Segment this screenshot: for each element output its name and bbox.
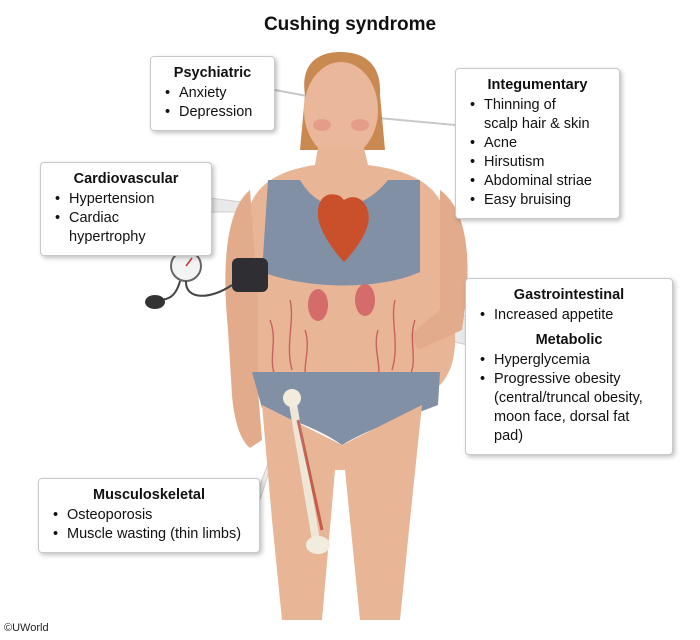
integumentary-box: Integumentary Thinning of scalp hair & s… [455, 68, 620, 219]
list-item: (central/truncal obesity, [494, 390, 643, 406]
metabolic-heading: Metabolic [535, 332, 603, 348]
list-item: Progressive obesity [478, 370, 660, 389]
femur-bone [283, 389, 330, 554]
cardiovascular-heading: Cardiovascular [73, 171, 179, 187]
metabolic-list: Hyperglycemia Progressive obesity (centr… [478, 351, 660, 446]
cardiovascular-list: Hypertension Cardiac hypertrophy [53, 190, 199, 247]
diagram-title: Cushing syndrome [263, 14, 437, 35]
cardiovascular-box: Cardiovascular Hypertension Cardiac hype… [40, 162, 212, 256]
list-item: Acne [468, 134, 607, 153]
list-item: Depression [163, 103, 262, 122]
list-item: Increased appetite [478, 306, 660, 325]
blood-pressure-cuff [145, 250, 268, 309]
connector-integumentary [377, 117, 456, 126]
gastrointestinal-heading: Gastrointestinal [513, 287, 625, 303]
list-item: Anxiety [163, 84, 262, 103]
list-item: Thinning of [468, 96, 607, 115]
underwear [252, 372, 440, 445]
integumentary-heading: Integumentary [487, 77, 588, 93]
right-arm [225, 190, 262, 448]
musculoskeletal-box: Musculoskeletal Osteoporosis Muscle wast… [38, 478, 260, 553]
psychiatric-heading: Psychiatric [173, 65, 252, 81]
musculoskeletal-list: Osteoporosis Muscle wasting (thin limbs) [51, 506, 247, 544]
list-item: moon face, dorsal fat pad) [494, 409, 630, 444]
right-kidney [355, 284, 375, 316]
gastrointestinal-list: Increased appetite [478, 306, 660, 325]
list-item: Abdominal striae [468, 172, 607, 191]
right-cheek [351, 119, 369, 131]
left-kidney [308, 289, 328, 321]
list-item: Cardiac hypertrophy [53, 209, 199, 247]
list-item: scalp hair & skin [484, 116, 590, 132]
gastrointestinal-metabolic-box: Gastrointestinal Increased appetite Meta… [465, 278, 673, 455]
psychiatric-box: Psychiatric Anxiety Depression [150, 56, 275, 131]
list-item: Muscle wasting (thin limbs) [51, 525, 247, 544]
left-cheek [313, 119, 331, 131]
list-item: Easy bruising [468, 191, 607, 210]
psychiatric-list: Anxiety Depression [163, 84, 262, 122]
integumentary-list: Thinning of scalp hair & skin Acne Hirsu… [468, 96, 607, 210]
copyright-text: ©UWorld [4, 622, 49, 634]
head [304, 62, 378, 158]
musculoskeletal-heading: Musculoskeletal [92, 487, 205, 503]
left-arm [410, 190, 468, 350]
list-item: Osteoporosis [51, 506, 247, 525]
list-item: Hirsutism [468, 153, 607, 172]
heart [317, 194, 369, 262]
list-item: Hyperglycemia [478, 351, 660, 370]
abdominal-striae [269, 299, 416, 381]
list-item: Hypertension [53, 190, 199, 209]
